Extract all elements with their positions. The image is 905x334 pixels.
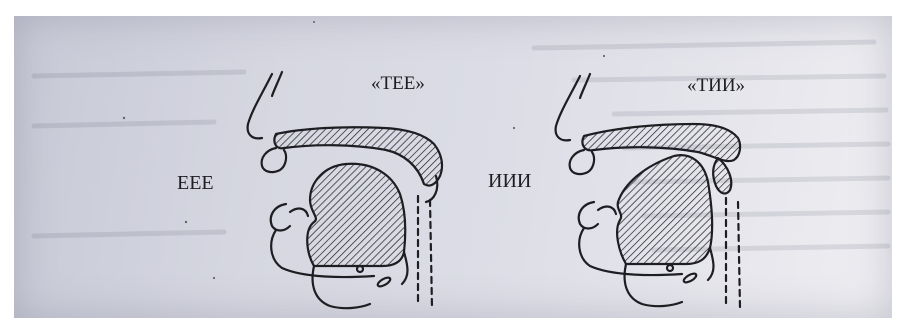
label-tii: «ТИИ»	[687, 75, 745, 97]
lower-lip	[579, 202, 598, 229]
velum	[713, 158, 731, 193]
lower-lip	[271, 204, 290, 231]
nose-outline	[556, 76, 580, 140]
label-eee: ЕЕЕ	[177, 172, 214, 195]
hyoid	[682, 272, 697, 284]
tongue	[307, 164, 405, 266]
hyoid	[376, 276, 391, 288]
nose-outline	[248, 74, 272, 138]
profile-tee	[248, 72, 442, 308]
label-tee: «ТЕЕ»	[371, 73, 425, 95]
articulation-diagram	[14, 16, 892, 318]
upper-lip	[262, 148, 286, 172]
hard-palate	[582, 124, 740, 161]
profile-tii	[556, 74, 740, 308]
label-iii: ИИИ	[488, 170, 531, 193]
scanned-page: «ТЕЕ» «ТИИ» ЕЕЕ ИИИ	[14, 16, 892, 318]
tongue	[617, 155, 712, 264]
upper-lip	[570, 150, 594, 174]
